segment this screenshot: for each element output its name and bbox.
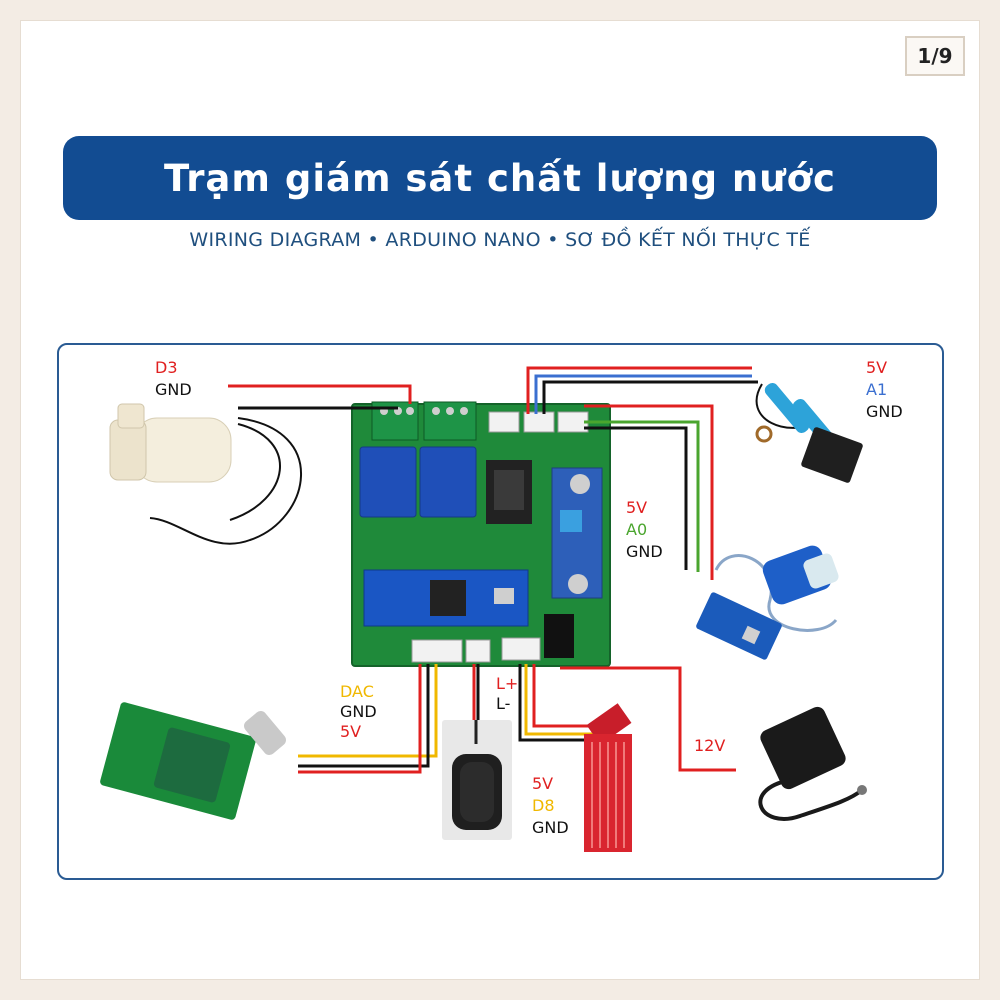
amplifier-module [100, 702, 287, 820]
page-title: Trạm giám sát chất lượng nước [164, 156, 836, 200]
page-counter: 1/9 [905, 36, 965, 76]
speaker-label-lminus: L- [496, 694, 511, 713]
amp-label-dac: DAC [340, 682, 374, 701]
turbidity-label-a0: A0 [626, 520, 648, 539]
turbidity-label-5v: 5V [626, 498, 648, 517]
water-pump [109, 403, 302, 545]
water-level-sensor [584, 703, 632, 852]
amp-label-gnd: GND [340, 702, 377, 721]
ph-sensor [755, 382, 863, 483]
ph-label-gnd: GND [866, 402, 903, 421]
page-subtitle: WIRING DIAGRAM • ARDUINO NANO • SƠ ĐỒ KẾ… [189, 229, 811, 251]
wires [228, 366, 758, 774]
amp-label-5v: 5V [340, 722, 362, 741]
speaker [442, 720, 512, 840]
pump-label-gnd: GND [155, 380, 192, 399]
main-control-board [351, 401, 611, 667]
water-label-5v: 5V [532, 774, 554, 793]
title-banner: Trạm giám sát chất lượng nước [63, 136, 937, 220]
turbidity-sensor [696, 545, 839, 660]
water-label-d8: D8 [532, 796, 555, 815]
turbidity-label-gnd: GND [626, 542, 663, 561]
speaker-label-lplus: L+ [496, 674, 519, 693]
adapter-label-12v: 12V [694, 736, 726, 755]
ph-label-5v: 5V [866, 358, 888, 377]
pump-label-d3: D3 [155, 358, 178, 377]
power-adapter [758, 706, 867, 821]
water-label-gnd: GND [532, 818, 569, 837]
ph-label-a1: A1 [866, 380, 888, 399]
